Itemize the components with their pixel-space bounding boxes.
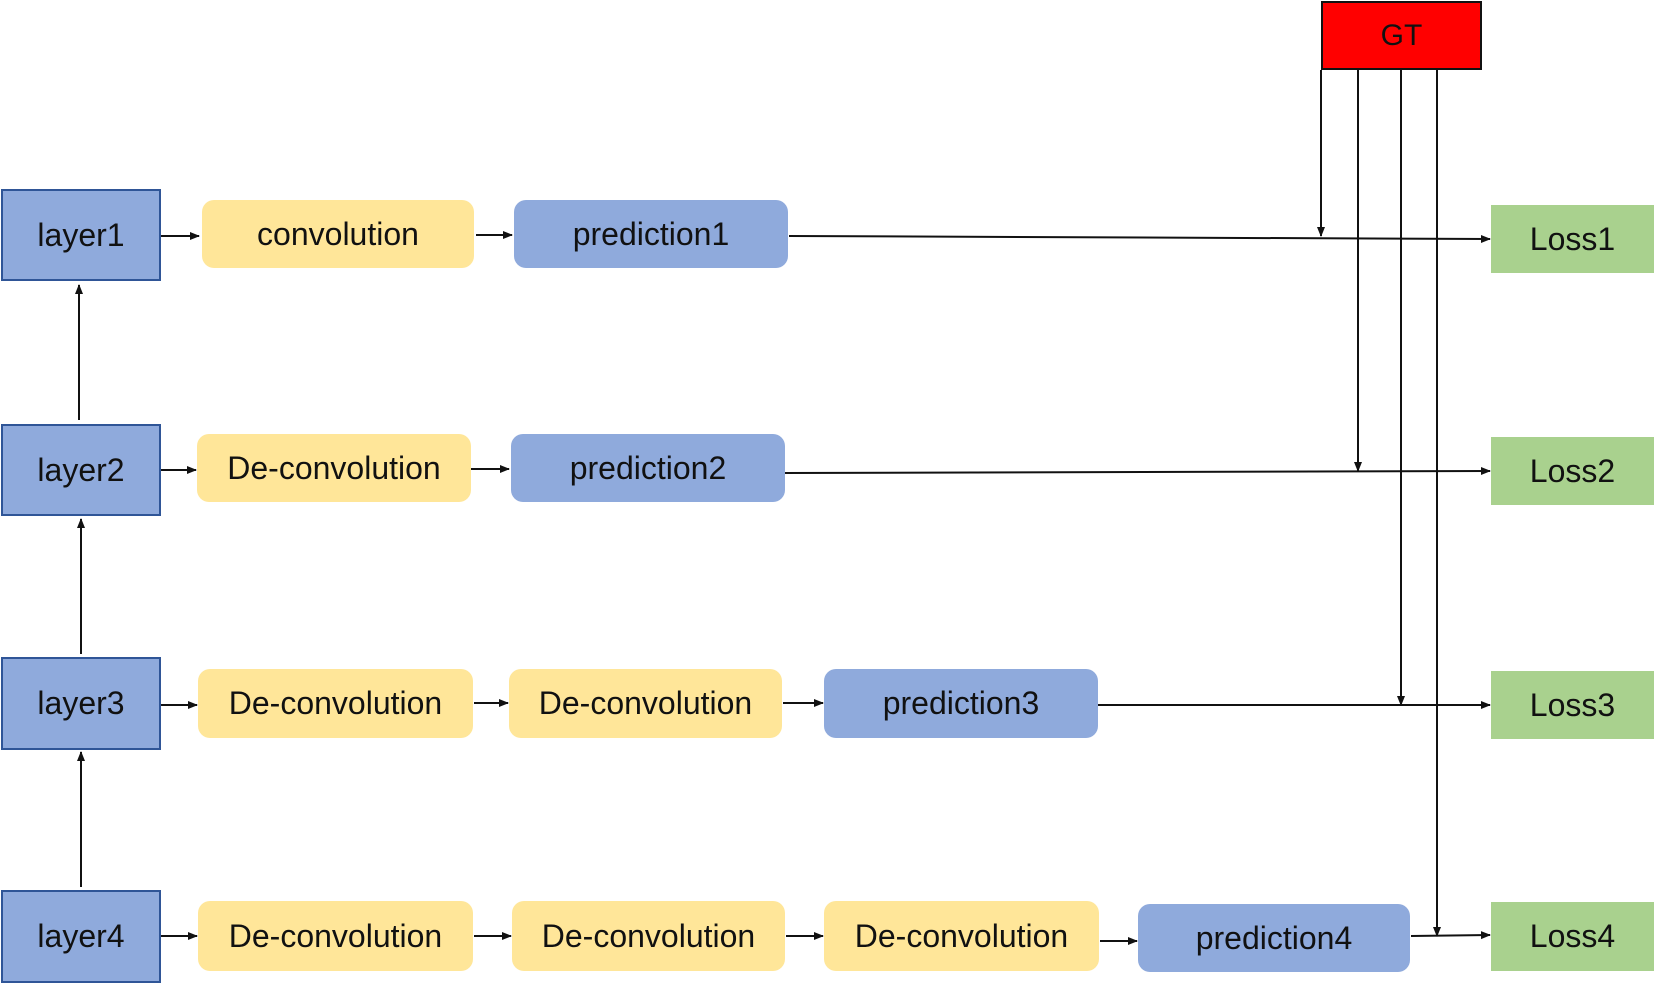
layer3-box: layer3 xyxy=(1,657,161,750)
arrow-row4-to-loss xyxy=(1410,931,1491,940)
prediction4-box: prediction4 xyxy=(1138,904,1410,972)
layer2-label: layer2 xyxy=(37,451,125,488)
loss1-box: Loss1 xyxy=(1491,205,1654,273)
loss2-label: Loss2 xyxy=(1529,452,1616,489)
row2-op1-label: De-convolution xyxy=(227,449,441,486)
prediction1-box: prediction1 xyxy=(514,200,788,268)
loss2-box: Loss2 xyxy=(1491,437,1654,505)
layer1-box: layer1 xyxy=(1,189,161,281)
row3-op1-label: De-convolution xyxy=(228,685,443,721)
prediction1-label: prediction1 xyxy=(572,215,730,252)
loss3-box: Loss3 xyxy=(1491,671,1654,739)
loss4-label: Loss4 xyxy=(1529,918,1616,954)
row3-op1: De-convolution xyxy=(198,669,473,738)
loss3-label: Loss3 xyxy=(1529,686,1616,723)
prediction2-label: prediction2 xyxy=(569,449,727,486)
gt-box: GT xyxy=(1321,1,1482,70)
row4-op3: De-convolution xyxy=(824,901,1099,971)
arrow-row2-to-loss xyxy=(784,467,1491,476)
prediction3-box: prediction3 xyxy=(824,669,1098,738)
layer1-label: layer1 xyxy=(37,216,125,253)
row4-op3-label: De-convolution xyxy=(854,917,1069,954)
row3-op2-label: De-convolution xyxy=(538,685,753,721)
gt-label: GT xyxy=(1380,18,1423,52)
arrow-row1-to-loss xyxy=(788,234,1491,243)
loss1-label: Loss1 xyxy=(1529,220,1616,257)
row4-op2-label: De-convolution xyxy=(541,917,756,954)
row2-op1: De-convolution xyxy=(197,434,471,502)
row4-op1-label: De-convolution xyxy=(228,917,443,954)
loss4-box: Loss4 xyxy=(1491,902,1654,971)
prediction2-box: prediction2 xyxy=(511,434,785,502)
layer3-label: layer3 xyxy=(37,685,125,721)
prediction3-label: prediction3 xyxy=(882,685,1040,721)
layer4-box: layer4 xyxy=(1,890,161,983)
row4-op2: De-convolution xyxy=(512,901,785,971)
row4-op1: De-convolution xyxy=(198,901,473,971)
layer4-label: layer4 xyxy=(37,918,125,954)
layer2-box: layer2 xyxy=(1,424,161,516)
row1-op1-label: convolution xyxy=(257,215,419,252)
row3-op2: De-convolution xyxy=(509,669,782,738)
row1-op1: convolution xyxy=(202,200,474,268)
prediction4-label: prediction4 xyxy=(1195,919,1353,956)
